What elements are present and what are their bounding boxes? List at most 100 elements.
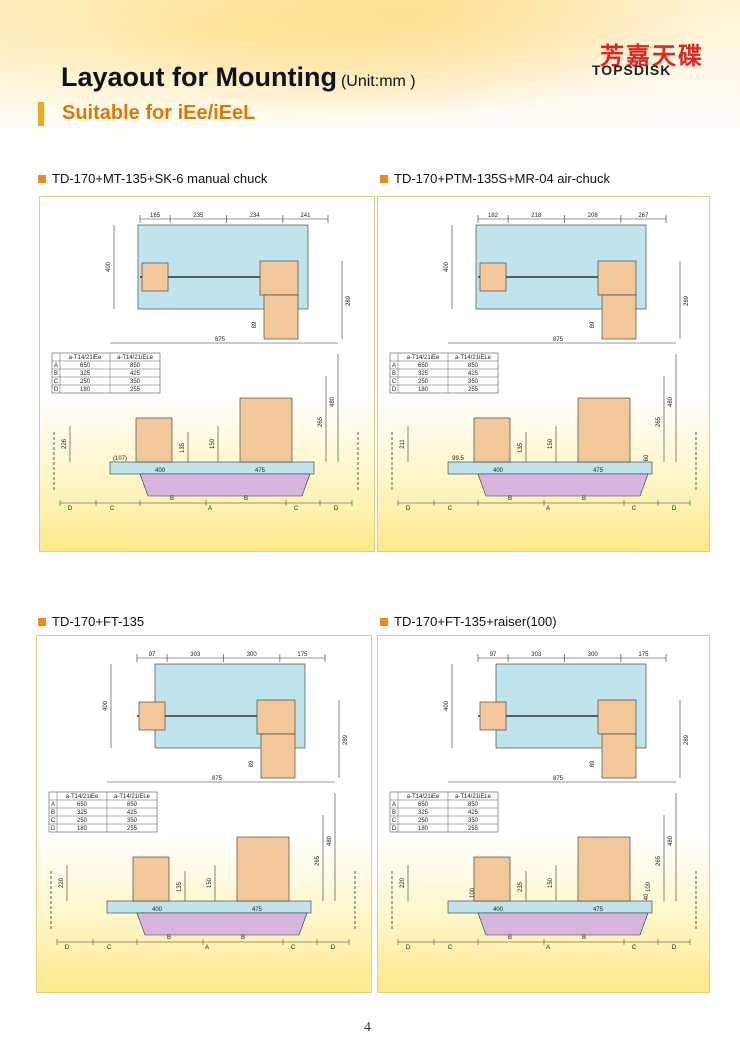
bullet-square-icon <box>380 617 388 626</box>
subtitle-accent-bar <box>38 102 44 126</box>
length-dimension: 400 <box>493 468 504 474</box>
table-cell: 325 <box>77 810 88 816</box>
table-cell: 850 <box>127 802 138 808</box>
motor-housing-plan <box>601 733 637 779</box>
page-subtitle: Suitable for iEe/iEeL <box>62 102 256 124</box>
dimension-letter: C <box>448 945 453 951</box>
dimension-letter: D <box>672 945 677 951</box>
section-label: TD-170+MT-135+SK-6 manual chuck <box>52 171 268 186</box>
table-cell: 350 <box>130 379 141 385</box>
headstock-plan <box>479 262 507 292</box>
dimension-letter: D <box>65 945 70 951</box>
table-cell: 350 <box>468 379 479 385</box>
dimension-letter: C <box>291 945 296 951</box>
height-dimension: 480 <box>330 396 336 407</box>
bullet-square-icon <box>38 617 46 626</box>
height-dimension: 265 <box>315 855 321 866</box>
table-header: a-T14/21iELe <box>455 355 492 361</box>
rotary-table-front <box>577 836 631 902</box>
table-front <box>109 461 315 475</box>
table-row-key: A <box>51 802 55 808</box>
dimension-letter: A <box>205 945 209 951</box>
dimension-letter: C <box>107 945 112 951</box>
size-table <box>389 791 499 833</box>
table-row-key: C <box>392 818 397 824</box>
bullet-square-icon <box>380 174 388 183</box>
height-dimension: 100 <box>470 887 476 898</box>
page-number: 4 <box>364 1020 371 1035</box>
machine-base <box>477 912 649 936</box>
top-dimension: 303 <box>531 652 542 658</box>
table-row-key: B <box>392 810 396 816</box>
table-cell: 425 <box>130 371 141 377</box>
size-table <box>48 791 158 833</box>
title-text: Layaout for Mounting <box>61 62 337 92</box>
table-header: a-T14/21iEe <box>407 794 440 800</box>
table-cell: 350 <box>468 818 479 824</box>
height-dimension: 265 <box>656 416 662 427</box>
top-dimension: 267 <box>638 213 649 219</box>
height-dimension: 89 <box>590 321 596 328</box>
dimension-letter: A <box>546 506 550 512</box>
headstock-plan <box>479 701 507 731</box>
table-cell: 425 <box>127 810 138 816</box>
header-banner <box>0 0 740 150</box>
table-header: a-T14/21iEe <box>69 355 102 361</box>
dimension-letter: C <box>632 945 637 951</box>
table-cell: 255 <box>130 387 141 393</box>
table-cell: 255 <box>468 387 479 393</box>
table-front <box>447 461 653 475</box>
table-row-key: D <box>51 826 56 832</box>
height-dimension: 135 <box>518 442 524 453</box>
table-cell: 250 <box>80 379 91 385</box>
length-dimension: 475 <box>252 907 263 913</box>
table-cell: 350 <box>127 818 138 824</box>
table-cell: 180 <box>80 387 91 393</box>
height-dimension: 220 <box>400 877 406 888</box>
height-dimension: 220 <box>59 877 65 888</box>
height-dimension: 89 <box>252 321 258 328</box>
height-dimension: 265 <box>318 416 324 427</box>
top-dimension: 175 <box>638 652 649 658</box>
table-cell: 180 <box>77 826 88 832</box>
table-header: a-T14/21iELe <box>455 794 492 800</box>
top-dimension: 165 <box>150 213 161 219</box>
height-dimension: 480 <box>668 396 674 407</box>
machine-base <box>136 912 308 936</box>
table-cell: 650 <box>80 363 91 369</box>
height-dimension: 89 <box>590 760 596 767</box>
table-row-key: A <box>392 363 396 369</box>
table-row-key: D <box>54 387 59 393</box>
table-cell: 425 <box>468 371 479 377</box>
table-cell: 255 <box>127 826 138 832</box>
section-label: TD-170+PTM-135S+MR-04 air-chuck <box>394 171 611 186</box>
page-title: Layaout for Mounting(Unit:mm ) <box>61 62 416 93</box>
table-cell: 325 <box>80 371 91 377</box>
length-dimension: 475 <box>255 468 266 474</box>
top-dimension: 97 <box>149 652 156 658</box>
table-row-key: D <box>392 826 397 832</box>
height-dimension: 480 <box>668 835 674 846</box>
machine-base <box>477 473 649 497</box>
motor-housing-plan <box>263 294 299 340</box>
height-dimension: 211 <box>400 439 406 449</box>
table-header: a-T14/21iEe <box>407 355 440 361</box>
dimension-letter: C <box>448 506 453 512</box>
table-cell: 325 <box>418 371 429 377</box>
table-row-key: C <box>54 379 59 385</box>
dimension-letter: A <box>208 506 212 512</box>
table-front <box>106 900 312 914</box>
top-dimension: 218 <box>531 213 542 219</box>
rotary-table-front <box>577 397 631 463</box>
machine-base <box>139 473 311 497</box>
section-heading-1: TD-170+MT-135+SK-6 manual chuck <box>38 171 267 186</box>
dimension-letter: A <box>546 945 550 951</box>
table-row-key: C <box>392 379 397 385</box>
table-cell: 650 <box>77 802 88 808</box>
brand-logo-english: TOPSDISK <box>592 62 672 78</box>
table-row-key: A <box>54 363 58 369</box>
top-dimension: 175 <box>297 652 308 658</box>
height-dimension: 235 <box>518 881 524 892</box>
